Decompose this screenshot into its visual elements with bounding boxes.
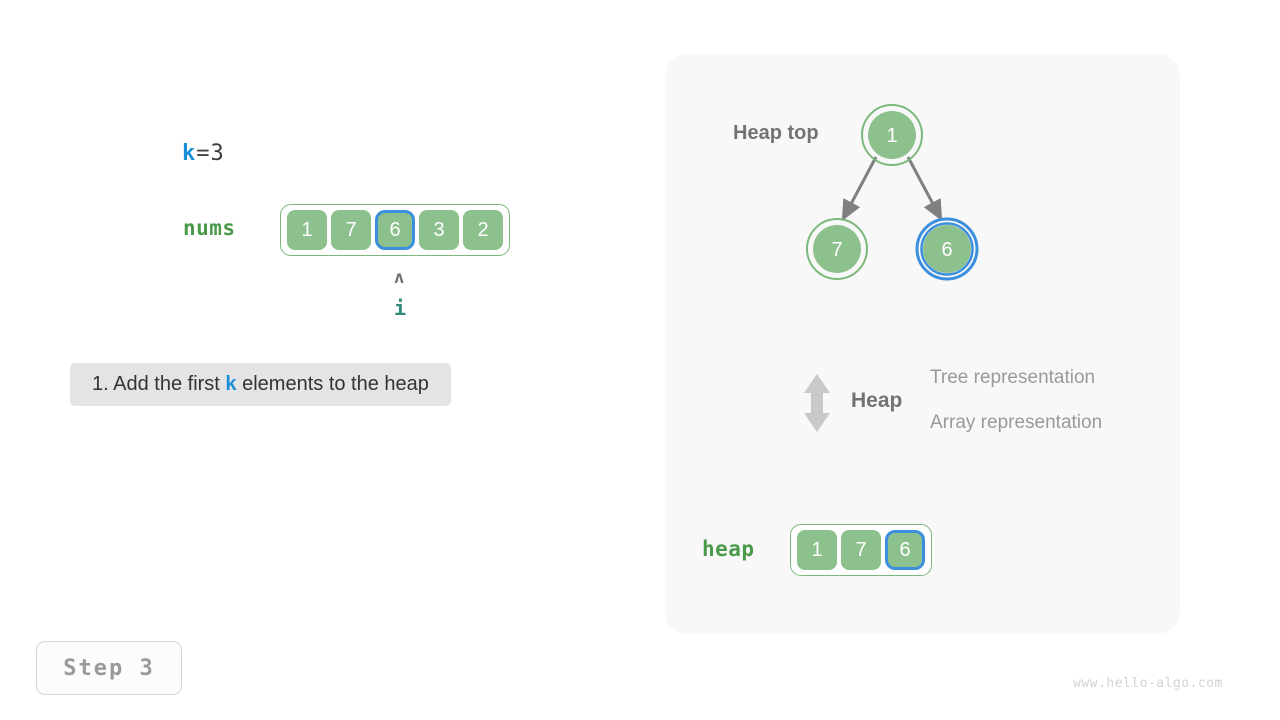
legend-array-representation: Array representation (930, 412, 1103, 433)
watermark: www.hello-algo.com (1073, 676, 1223, 691)
index-caret-icon: ʌ (394, 268, 405, 288)
caption-prefix: 1. Add the first (92, 373, 226, 395)
up-down-arrow-icon (804, 374, 830, 432)
tree-node-root[interactable]: 1 (861, 104, 923, 166)
heap-cell-2[interactable]: 6 (885, 530, 925, 570)
k-variable-name: k (182, 141, 197, 166)
nums-cell-0[interactable]: 1 (287, 210, 327, 250)
heap-tree-diagram: 1 7 6 (806, 104, 979, 281)
nums-cell-4[interactable]: 2 (463, 210, 503, 250)
tree-edge-root-left (841, 156, 878, 222)
index-pointer-label: i (394, 296, 407, 320)
k-equals-sign: = (196, 141, 211, 166)
k-value: 3 (210, 141, 225, 166)
nums-cell-1[interactable]: 7 (331, 210, 371, 250)
caption-suffix: elements to the heap (236, 373, 429, 395)
tree-node-root-value: 1 (886, 125, 897, 147)
tree-edge-root-right (906, 156, 943, 222)
nums-cell-2[interactable]: 6 (375, 210, 415, 250)
step-badge: Step 3 (36, 641, 182, 695)
heap-cell-0[interactable]: 1 (797, 530, 837, 570)
tree-node-right[interactable]: 6 (915, 217, 979, 281)
heap-array-label: heap (702, 537, 755, 561)
tree-node-left[interactable]: 7 (806, 218, 868, 280)
tree-node-left-value: 7 (831, 239, 842, 261)
k-variable-line: k=3 (182, 141, 225, 166)
step-caption: 1. Add the first k elements to the heap (70, 363, 451, 406)
legend-tree-representation: Tree representation (930, 367, 1096, 388)
tree-node-right-value: 6 (941, 239, 952, 261)
heap-array: 1 7 6 (790, 524, 932, 576)
nums-cell-3[interactable]: 3 (419, 210, 459, 250)
heap-cell-1[interactable]: 7 (841, 530, 881, 570)
heap-top-label: Heap top (733, 122, 819, 144)
nums-array: 1 7 6 3 2 (280, 204, 510, 256)
legend-heap-label: Heap (851, 389, 903, 412)
nums-array-label: nums (183, 216, 236, 240)
caption-keyword: k (225, 373, 237, 395)
